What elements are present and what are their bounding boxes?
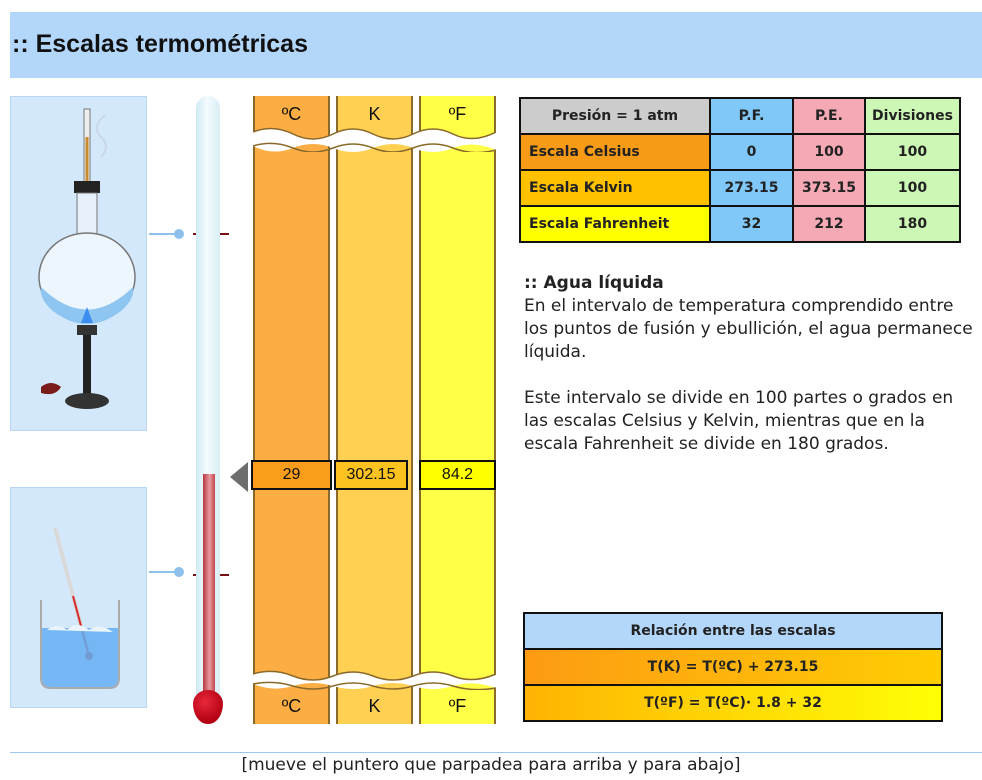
fahrenheit-header: ºF [448, 104, 467, 124]
relation-kelvin-formula: T(K) = T(ºC) + 273.15 [525, 650, 941, 686]
fahrenheit-footer: ºF [448, 696, 467, 716]
table-header-row: Presión = 1 atm P.F. P.E. Divisiones [519, 97, 961, 135]
info-section: :: Agua líquida En el intervalo de tempe… [524, 272, 974, 456]
kelvin-footer: K [368, 696, 381, 716]
thermometer-mercury [203, 474, 215, 706]
thermometer-bulb [193, 690, 223, 724]
cell-div: 100 [864, 133, 961, 171]
cell-pe: 100 [792, 133, 866, 171]
info-title: :: Agua líquida [524, 273, 664, 293]
fahrenheit-column: ºF 84.2 ºF [419, 96, 496, 724]
bottom-wave-break [253, 670, 496, 690]
celsius-column: ºC 29 ºC [251, 96, 332, 724]
cell-pe: 373.15 [792, 169, 866, 207]
cell-pf: 0 [709, 133, 794, 171]
header-presion: Presión = 1 atm [519, 97, 711, 135]
beaker-ice-illustration [40, 527, 120, 689]
page-title: :: Escalas termométricas [12, 30, 308, 58]
header-pe: P.E. [792, 97, 866, 135]
celsius-header: ºC [281, 104, 302, 124]
table-row: Escala Kelvin 273.15 373.15 100 [519, 169, 961, 207]
header-divisiones: Divisiones [864, 97, 961, 135]
scales-table: Presión = 1 atm P.F. P.E. Divisiones Esc… [519, 97, 961, 243]
footer-divider [10, 752, 982, 753]
cell-div: 100 [864, 169, 961, 207]
table-row: Escala Celsius 0 100 100 [519, 133, 961, 171]
celsius-footer: ºC [281, 696, 302, 716]
kelvin-header: K [368, 104, 381, 124]
cell-pe: 212 [792, 205, 866, 243]
info-paragraph-2: Este intervalo se divide en 100 partes o… [524, 388, 954, 454]
kelvin-column: K 302.15 K [334, 96, 413, 724]
marker-connectors [149, 229, 229, 577]
relation-title: Relación entre las escalas [525, 614, 941, 650]
header-pf: P.F. [709, 97, 794, 135]
top-wave-break [253, 127, 496, 152]
relation-fahrenheit-formula: T(ºF) = T(ºC)· 1.8 + 32 [525, 686, 941, 720]
cell-pf: 273.15 [709, 169, 794, 207]
flask-burner-illustration [38, 108, 136, 409]
title-bar: :: Escalas termométricas [10, 12, 982, 78]
row-label: Escala Kelvin [519, 169, 711, 207]
relation-box: Relación entre las escalas T(K) = T(ºC) … [523, 612, 943, 722]
row-label: Escala Fahrenheit [519, 205, 711, 243]
temperature-pointer-handle[interactable] [228, 460, 250, 494]
info-paragraph-1: En el intervalo de temperatura comprendi… [524, 296, 973, 362]
fahrenheit-value: 84.2 [419, 460, 496, 490]
row-label: Escala Celsius [519, 133, 711, 171]
kelvin-value: 302.15 [334, 460, 408, 490]
footer-hint: [mueve el puntero que parpadea para arri… [241, 755, 741, 775]
table-row: Escala Fahrenheit 32 212 180 [519, 205, 961, 243]
boiling-water-panel [10, 96, 147, 431]
cell-div: 180 [864, 205, 961, 243]
celsius-value: 29 [251, 460, 332, 490]
ice-water-panel [10, 487, 147, 708]
cell-pf: 32 [709, 205, 794, 243]
